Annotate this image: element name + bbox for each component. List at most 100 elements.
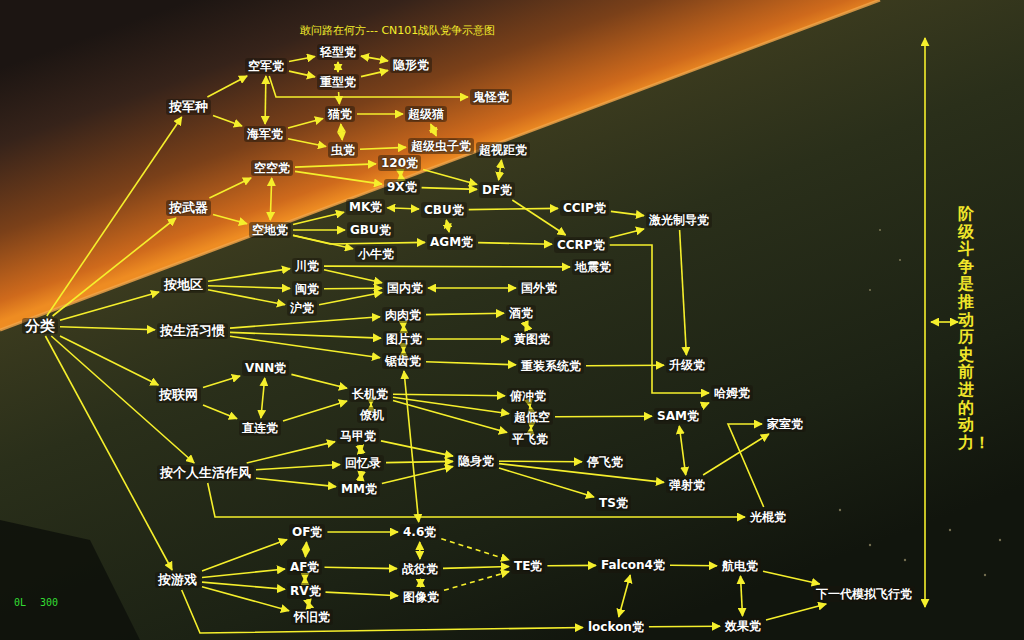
category-label: 按军种 <box>166 99 211 115</box>
faction-label: 120党 <box>378 155 421 171</box>
arrow-connector <box>45 336 172 570</box>
faction-label: 猫党 <box>325 106 355 122</box>
arrow-connector <box>230 317 380 328</box>
node-text: 国外党 <box>521 281 557 295</box>
node-text: 海军党 <box>247 127 283 141</box>
node-text: 川党 <box>295 259 319 273</box>
arrow-connector <box>202 540 287 571</box>
arrow-connector <box>763 571 820 584</box>
node-text: 轻型党 <box>320 45 356 59</box>
arrow-connector <box>547 565 596 567</box>
faction-label: 家室党 <box>764 416 806 432</box>
arrow-connector <box>305 542 306 557</box>
arrow-connector <box>679 426 685 475</box>
node-text: 9X党 <box>387 180 417 194</box>
node-text: 下一代模拟飞行党 <box>816 587 912 601</box>
faction-label: CBU党 <box>421 202 467 218</box>
faction-label: 弹射党 <box>666 477 708 493</box>
arrow-connector <box>256 478 336 486</box>
arrow-connector <box>619 575 631 617</box>
faction-label: 小牛党 <box>355 246 397 262</box>
arrow-connector <box>431 124 437 136</box>
node-text: 战役党 <box>402 562 438 576</box>
arrow-connector <box>230 336 380 357</box>
arrow-connector <box>370 404 372 405</box>
arrow-connector <box>324 270 382 283</box>
arrow-connector <box>208 483 745 517</box>
arrow-connector <box>295 171 382 184</box>
arrow-connector <box>386 461 453 462</box>
node-text: TE党 <box>514 559 542 573</box>
faction-label: 海军党 <box>244 126 286 142</box>
arrow-connector <box>611 211 644 215</box>
node-text: 鬼怪党 <box>473 90 509 104</box>
node-text: 空军党 <box>248 59 284 73</box>
arrow-connector <box>338 92 340 104</box>
arrow-connector <box>499 464 664 483</box>
node-text: 分类 <box>25 319 55 333</box>
node-text: 肉肉党 <box>385 308 421 322</box>
arrow-connector <box>208 286 290 289</box>
arrow-connector <box>327 531 398 533</box>
node-text: 小牛党 <box>358 247 394 261</box>
node-text: 僚机 <box>360 408 384 422</box>
faction-label: 停飞党 <box>584 454 626 470</box>
faction-label: 闽党 <box>292 281 322 297</box>
arrow-connector <box>419 542 421 559</box>
arrow-connector <box>295 164 376 167</box>
node-text: GBU党 <box>350 223 391 237</box>
arrow-connector <box>381 441 453 456</box>
faction-label: 9X党 <box>384 179 420 195</box>
category-label: 按联网 <box>156 387 201 403</box>
node-text: 隐形党 <box>393 58 429 72</box>
node-text: 回忆录 <box>345 456 381 470</box>
faction-label: 航电党 <box>719 558 761 574</box>
arrow-connector <box>446 220 449 232</box>
arrow-connector <box>728 424 764 507</box>
arrow-connector <box>741 576 743 616</box>
arrow-connector <box>766 604 826 620</box>
node-text: 空地党 <box>252 223 288 237</box>
faction-label: CCIP党 <box>560 200 609 216</box>
node-text: 超低空 <box>514 410 550 424</box>
faction-label: 平飞党 <box>509 431 551 447</box>
arrow-connector <box>478 243 552 245</box>
faction-label: 直连党 <box>239 420 281 436</box>
node-text: 猫党 <box>328 107 352 121</box>
arrow-connector <box>213 215 247 224</box>
arrow-connector <box>288 119 323 128</box>
faction-label: 虫党 <box>328 142 358 158</box>
faction-label: 川党 <box>292 258 322 274</box>
node-text: RV党 <box>290 584 321 598</box>
faction-label: 黄图党 <box>511 331 553 347</box>
arrow-connector <box>649 625 720 627</box>
arrow-connector <box>202 582 285 589</box>
node-text: 沪党 <box>290 301 314 315</box>
node-text: 4.6党 <box>403 525 436 539</box>
category-label: 按生活习惯 <box>157 323 228 339</box>
faction-label: 回忆录 <box>342 455 384 471</box>
arrow-connector <box>256 465 340 470</box>
arrow-connector <box>403 325 405 329</box>
node-text: 激光制导党 <box>649 213 709 227</box>
faction-label: 马甲党 <box>337 428 379 444</box>
arrow-connector <box>289 57 315 62</box>
arrow-connector <box>291 374 347 388</box>
node-text: 光棍党 <box>750 510 786 524</box>
faction-label: 隐形党 <box>390 57 432 73</box>
arrow-connector <box>555 415 652 417</box>
faction-label: 僚机 <box>357 407 387 423</box>
faction-label: 重装系统党 <box>518 358 584 374</box>
faction-label: 锯齿党 <box>382 353 424 369</box>
arrow-connector <box>382 467 453 484</box>
arrow-connector <box>208 290 285 305</box>
faction-label: MM党 <box>338 481 380 497</box>
category-label: 按游戏 <box>155 572 200 588</box>
faction-label: TE党 <box>511 558 545 574</box>
hud-readout: 300 <box>40 597 58 608</box>
node-text: CBU党 <box>424 203 464 217</box>
node-text: 哈姆党 <box>714 386 750 400</box>
arrow-connector <box>324 265 570 267</box>
node-text: 超级猫 <box>408 107 444 121</box>
